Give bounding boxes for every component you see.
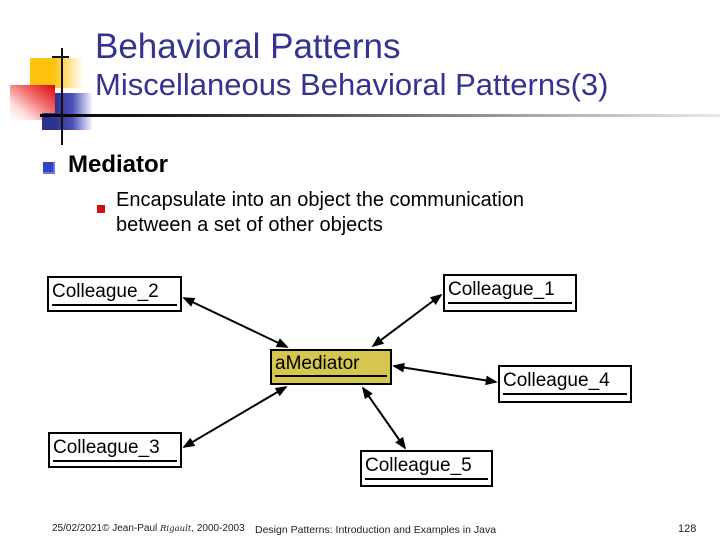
- connector-amediator-colleague4: [392, 362, 498, 386]
- footer-copyright: 25/02/2021© Jean-Paul Rigault, 2000-2003: [52, 523, 245, 534]
- footer-copyright-text: © Jean-Paul: [102, 523, 161, 534]
- header-divider-rule: [40, 114, 720, 117]
- node-label: Colleague_5: [365, 454, 488, 480]
- connector-amediator-colleague5: [361, 386, 407, 450]
- logo-crosshair-vertical-line: [61, 48, 63, 145]
- footer-page-number: 128: [678, 523, 697, 535]
- logo-yellow-square: [30, 58, 83, 88]
- footer-course-title: Design Patterns: Introduction and Exampl…: [255, 524, 497, 536]
- diagram-node-colleague-4: Colleague_4: [498, 365, 632, 403]
- footer-author-name: Rigault: [160, 524, 192, 534]
- slide-title: Behavioral Patterns: [95, 27, 401, 66]
- logo-crosshair-tick: [52, 56, 69, 58]
- footer-years: , 2000-2003: [191, 523, 245, 534]
- node-label: Colleague_1: [448, 278, 572, 304]
- diagram-node-colleague-3: Colleague_3: [48, 432, 182, 468]
- bullet-description: Encapsulate into an object the communica…: [116, 189, 525, 236]
- diagram-node-colleague-5: Colleague_5: [360, 450, 493, 487]
- sub-bullet-square-icon: [97, 205, 105, 213]
- connector-colleague2-amediator: [182, 297, 289, 348]
- node-label: Colleague_2: [52, 280, 177, 306]
- logo-blue-notch: [42, 113, 56, 130]
- connector-colleague3-amediator: [182, 386, 288, 448]
- footer-date: 25/02/2021: [52, 523, 103, 534]
- slide-subtitle: Miscellaneous Behavioral Patterns(3): [95, 67, 609, 102]
- node-label: Colleague_4: [503, 369, 627, 395]
- diagram-node-colleague-2: Colleague_2: [47, 276, 182, 312]
- bullet-heading: Mediator: [68, 151, 169, 178]
- diagram-node-colleague-1: Colleague_1: [443, 274, 577, 312]
- node-label: Colleague_3: [53, 436, 177, 462]
- node-label: aMediator: [275, 353, 387, 377]
- diagram-node-a-mediator: aMediator: [270, 349, 392, 385]
- connector-colleague1-amediator: [371, 293, 443, 348]
- bullet-square-icon: [43, 162, 55, 174]
